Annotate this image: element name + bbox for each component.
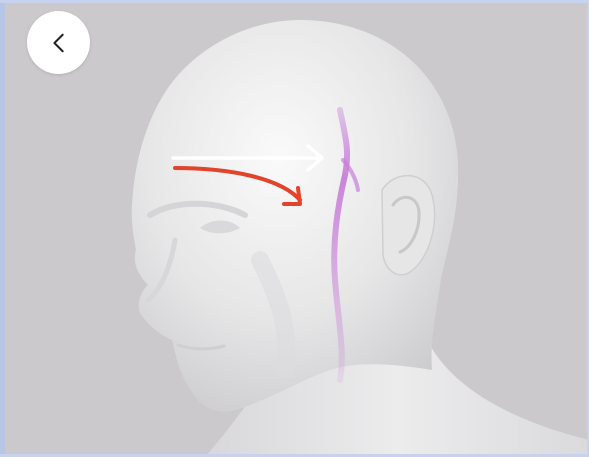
- back-button[interactable]: [27, 11, 90, 74]
- frame-edge-left: [0, 0, 5, 457]
- frame-edge-top: [0, 0, 589, 3]
- chevron-left-icon: [48, 32, 70, 54]
